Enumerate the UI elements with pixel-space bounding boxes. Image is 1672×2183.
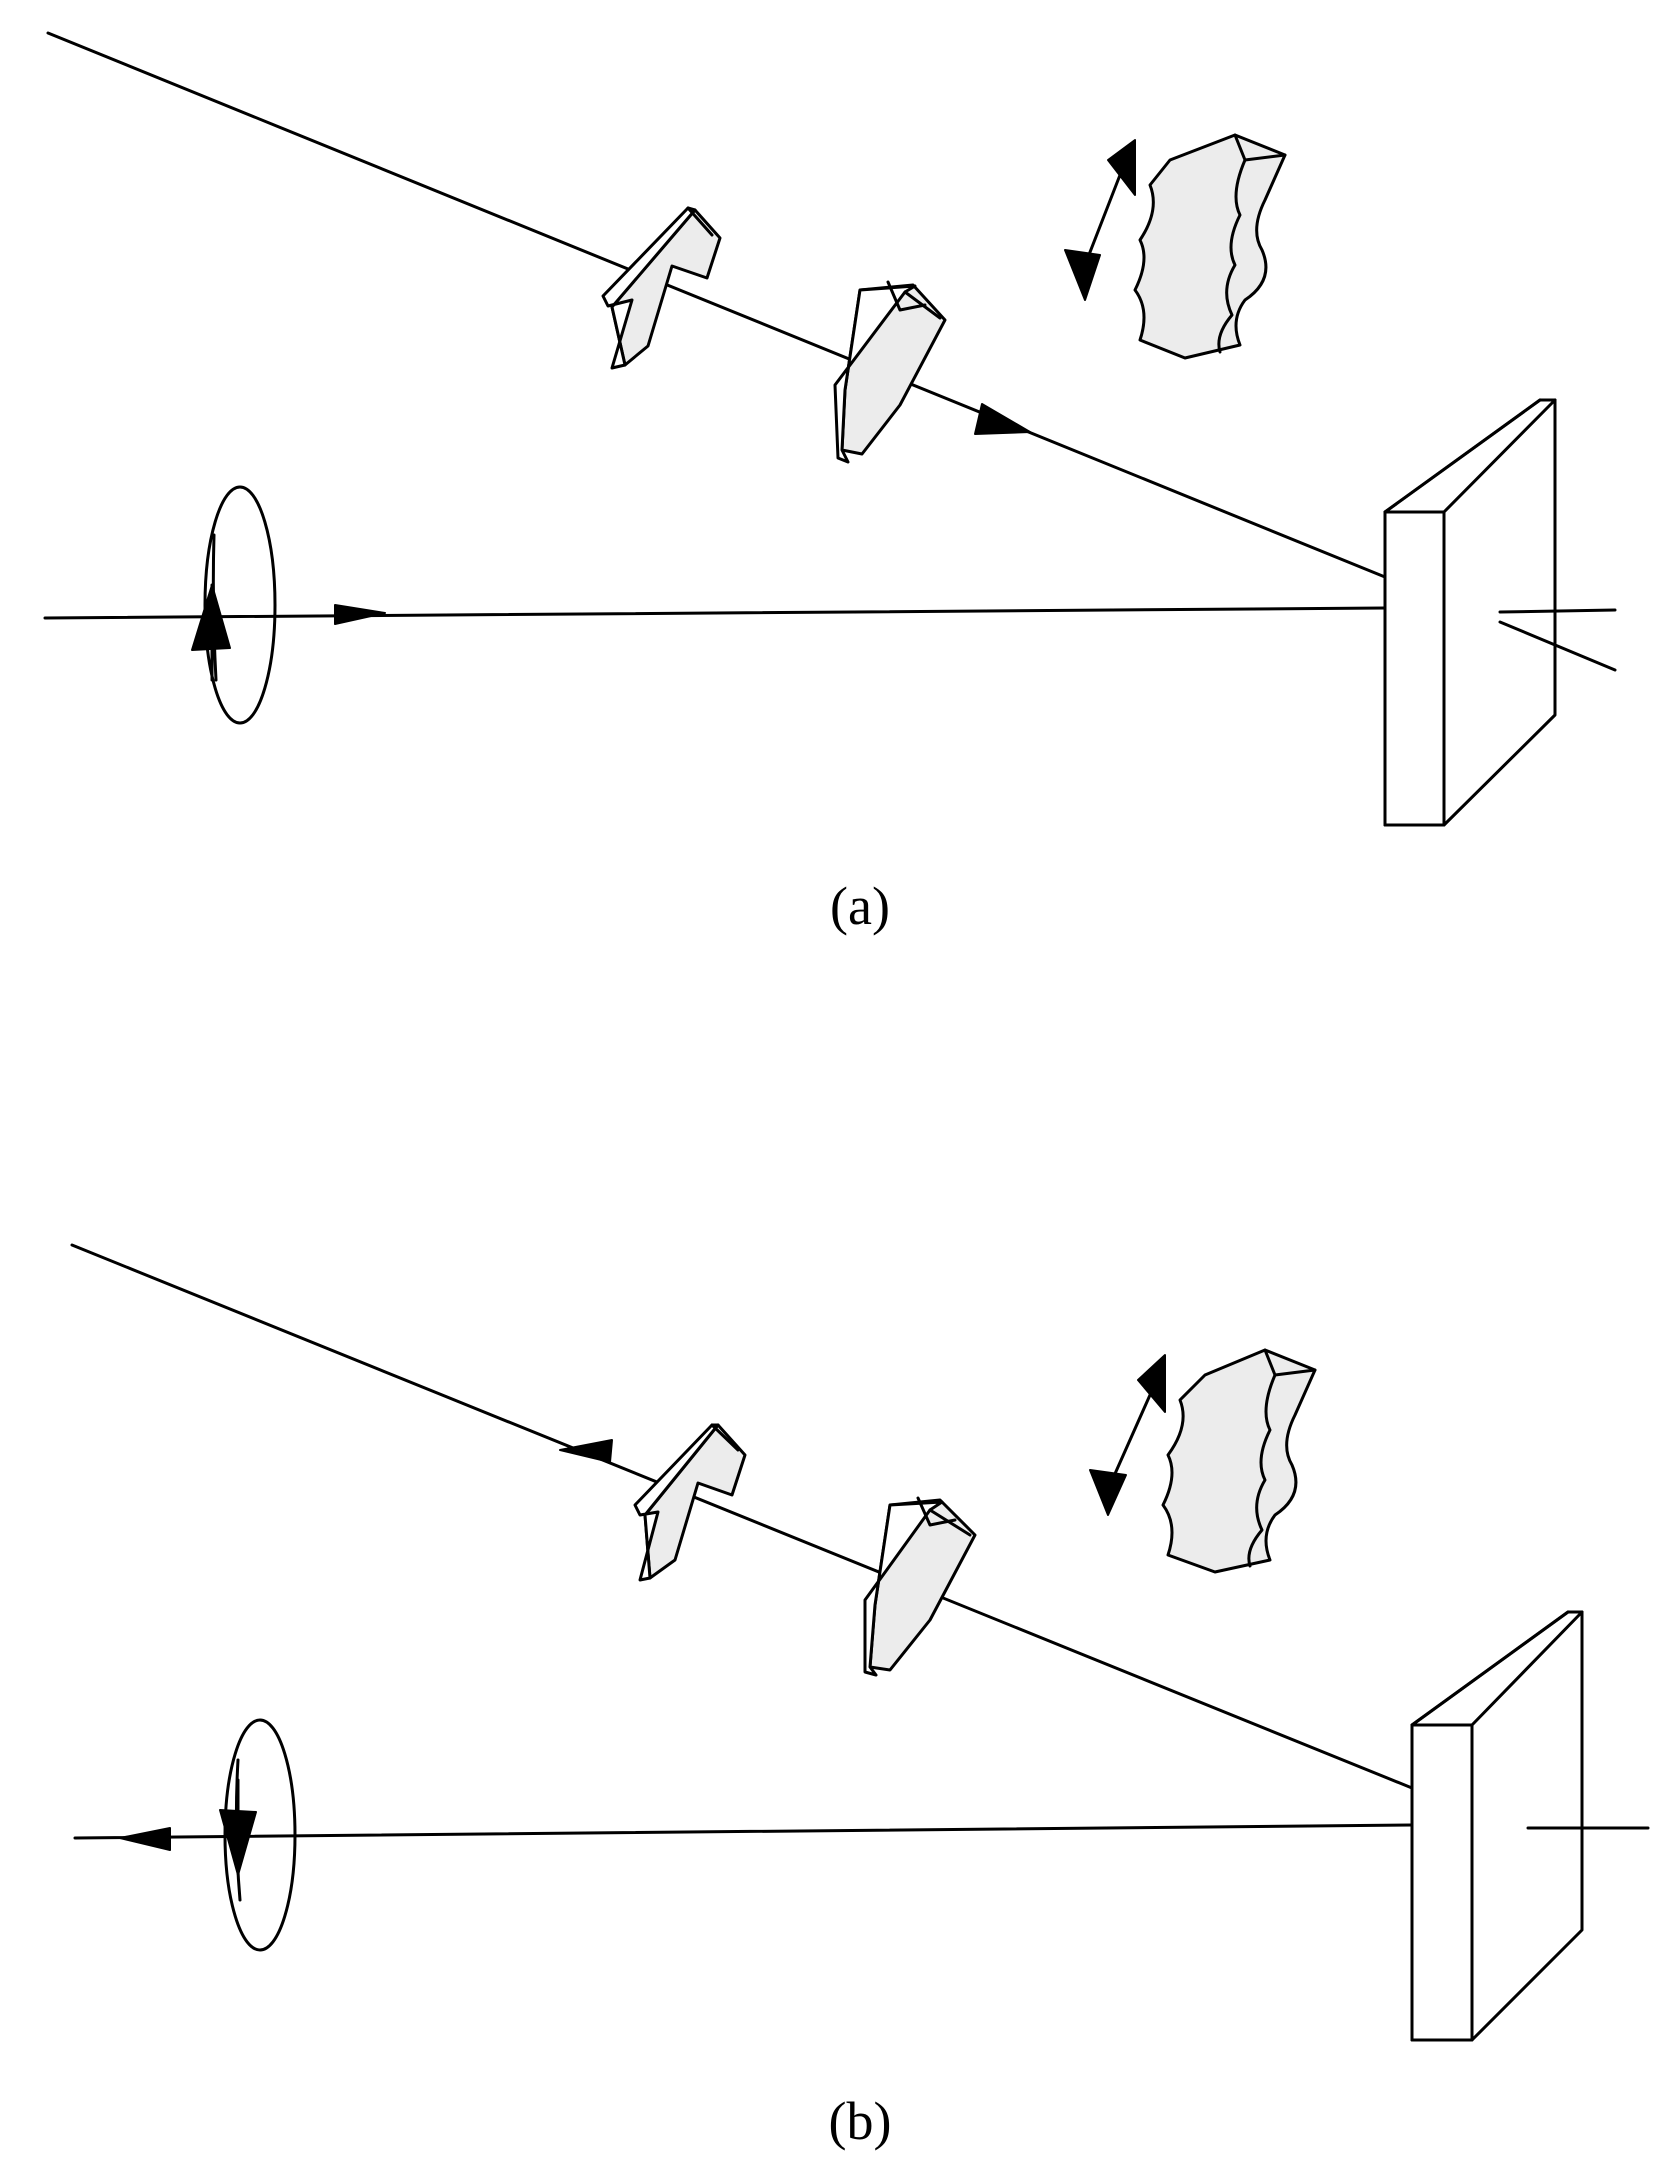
panel-a-caption: (a) xyxy=(830,876,890,936)
beam-direction-arrow-a1 xyxy=(974,403,1031,435)
double-headed-arrow-icon-a xyxy=(1064,139,1136,301)
transmitted-beam-a1 xyxy=(1498,608,1617,614)
plate-mirror-a xyxy=(1383,398,1557,827)
transmitted-beam-a2 xyxy=(1498,620,1617,672)
beam-direction-arrow-b2 xyxy=(119,1827,171,1851)
polarization-arrow-down-icon-b xyxy=(863,1496,977,1677)
reflected-beam-b xyxy=(73,1823,1414,1840)
circular-polarization-icon-b xyxy=(219,1718,297,1952)
beam-direction-arrow-a2 xyxy=(334,604,386,625)
wavy-crystal-icon-a xyxy=(1133,133,1287,360)
wavy-crystal-icon-b xyxy=(1161,1348,1317,1574)
incident-beam-a xyxy=(43,606,1387,620)
polarization-arrow-up-icon-b xyxy=(633,1423,747,1582)
double-headed-arrow-icon-b xyxy=(1089,1354,1166,1516)
panel-a xyxy=(43,31,1617,827)
polarization-arrow-up-icon-a xyxy=(601,206,722,370)
circular-polarization-icon-a xyxy=(191,485,277,725)
oblique-beam-b xyxy=(70,1243,1414,1790)
polarization-arrow-down-icon-a xyxy=(833,280,947,464)
oblique-beam-a xyxy=(46,31,1387,579)
plate-mirror-b xyxy=(1410,1610,1584,2042)
beam-direction-arrow-b1 xyxy=(559,1439,613,1463)
panel-b xyxy=(70,1243,1650,2042)
panel-b-caption: (b) xyxy=(828,2091,892,2151)
